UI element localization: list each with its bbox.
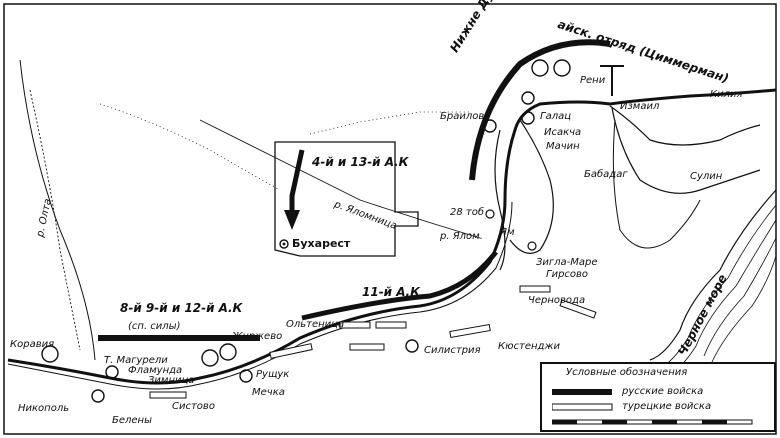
- legend: Условные обозначения русские войска туре…: [540, 362, 776, 432]
- coast-2: [659, 204, 777, 369]
- legend-title: Условные обозначения: [566, 367, 688, 378]
- boundary-west: [19, 59, 96, 361]
- label-mechka: Мечка: [252, 387, 285, 398]
- label-izmail: Измаил: [620, 101, 660, 112]
- label-silistria: Силистрия: [424, 345, 481, 356]
- town-hirsova: [527, 241, 537, 251]
- turk-pos-1: [269, 343, 313, 359]
- delta-branch-3: [612, 119, 701, 249]
- label-chernavody: Черновода: [528, 295, 586, 306]
- turk-pos-4: [349, 343, 385, 351]
- label-zhurzhevo: Журжево: [232, 331, 283, 342]
- label-sistovo: Систово: [172, 401, 215, 412]
- label-reni: Рени: [580, 75, 606, 86]
- label-machin: Мачин: [546, 141, 580, 152]
- label-sulina: Сулин: [690, 171, 723, 182]
- town-nikopol: [91, 389, 105, 403]
- turk-pos-6: [149, 391, 187, 399]
- label-corps-8-9-12-sub: (сп. силы): [128, 321, 181, 332]
- label-28: 28 тоб: [450, 207, 485, 218]
- coast-5: [711, 255, 777, 363]
- legend-turkish-label: турецкие войска: [622, 401, 712, 412]
- label-t-magurele: Т. Магурели: [104, 355, 168, 366]
- legend-scale-bar: [552, 419, 753, 425]
- map-frame: [3, 3, 777, 435]
- label-corps-11: 11-й А.К: [362, 285, 420, 299]
- label-corps-8-9-12: 8-й 9-й и 12-й А.К: [120, 301, 243, 315]
- russian-arc: [469, 39, 611, 181]
- turk-pos-8: [559, 299, 597, 319]
- turk-pos-5: [449, 323, 491, 339]
- label-corps-4-13: 4-й и 13-й А.К: [312, 155, 409, 169]
- coast-1: [649, 189, 777, 361]
- unit-circles: [41, 59, 571, 379]
- turk-pos-7: [519, 285, 551, 293]
- legend-russian-symbol: [552, 389, 612, 395]
- label-isaccea: Исакча: [544, 127, 582, 138]
- town-ruschuk: [239, 369, 253, 383]
- town-bucharest: [279, 239, 289, 249]
- label-babadag: Бабадаг: [584, 169, 628, 180]
- river-danube-2: [7, 201, 513, 390]
- label-oltenitsa: Ольтеница: [286, 319, 345, 330]
- dobruja-river-2: [494, 129, 506, 271]
- corps-11-line: [301, 250, 498, 321]
- coast-4: [703, 237, 777, 357]
- label-yam: Ям: [500, 227, 515, 238]
- corps-4-13-arrowhead: [284, 210, 300, 230]
- label-zimnitsa: Зимница: [148, 375, 195, 386]
- label-kustendzhi: Кюстенджи: [498, 341, 560, 352]
- label-galats: Галац: [540, 111, 572, 122]
- dobruja-river: [509, 119, 554, 254]
- label-nikopol: Никополь: [18, 403, 70, 414]
- label-hirsova-mare: Зигла-Маре: [536, 257, 598, 268]
- label-bucharest: Бухарест: [292, 237, 351, 250]
- label-ialomita-mouth: р. Ялом.: [440, 231, 483, 242]
- town-bucharest-dot: [282, 242, 286, 246]
- label-girsovo: Гирсово: [546, 269, 589, 280]
- delta-branch-1: [609, 105, 761, 146]
- town-28: [485, 209, 495, 219]
- legend-russian-label: русские войска: [622, 386, 704, 397]
- label-ruschuk: Рущук: [256, 369, 290, 380]
- label-flamunda: Фламунда: [128, 365, 183, 376]
- turk-pos-2: [339, 321, 371, 329]
- label-belenu: Белены: [112, 415, 152, 426]
- legend-turkish-symbol: [552, 403, 613, 411]
- town-silistria: [405, 339, 419, 353]
- turk-pos-3: [375, 321, 407, 329]
- district-boundary: [274, 141, 419, 257]
- town-brailov: [483, 119, 497, 133]
- river-ialomita: [199, 119, 481, 239]
- town-galats: [521, 111, 535, 125]
- label-brailov: Браилов: [440, 111, 485, 122]
- delta-branch-2: [611, 107, 761, 194]
- label-kilia: Килия: [710, 89, 743, 100]
- label-koravia: Коравия: [10, 339, 55, 350]
